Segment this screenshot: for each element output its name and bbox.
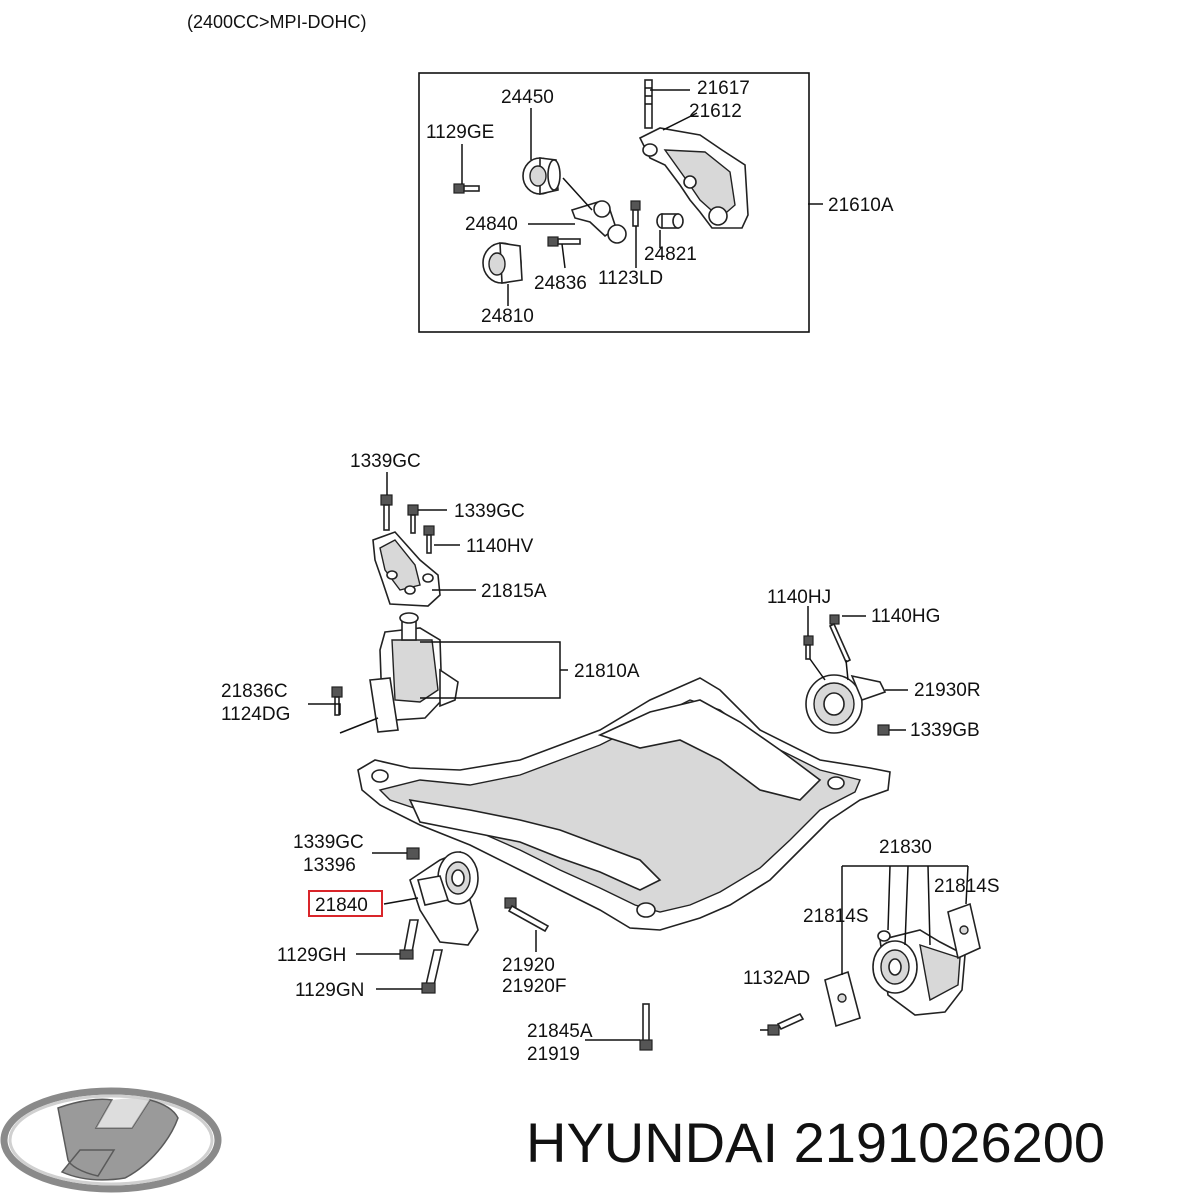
label-24810: 24810	[481, 306, 534, 327]
label-1339gc-lower: 1339GC	[293, 832, 364, 853]
bolt-24836	[547, 236, 581, 247]
label-21830: 21830	[879, 837, 932, 858]
tensioner-assembly: 24450 21617 21612 1129GE 21610A 24840 24…	[418, 72, 894, 333]
label-24840: 24840	[465, 214, 518, 235]
label-21617: 21617	[697, 78, 750, 99]
label-1124dg: 1124DG	[221, 704, 290, 725]
label-1140hj: 1140HJ	[767, 587, 831, 608]
idler-pulley-24450	[522, 157, 561, 195]
bolt-1123ld	[630, 200, 641, 227]
bolt-1129gh	[399, 919, 419, 960]
pad-21814s-left	[824, 970, 861, 1028]
label-1129ge: 1129GE	[426, 122, 494, 143]
label-21814s-right: 21814S	[934, 876, 1000, 897]
label-1129gh: 1129GH	[277, 945, 346, 966]
bolt-1129gn	[421, 949, 444, 994]
label-1140hg: 1140HG	[871, 606, 940, 627]
label-21810a: 21810A	[574, 661, 640, 682]
label-21610a: 21610A	[828, 195, 894, 216]
label-21814s-left: 21814S	[803, 906, 869, 927]
bolt-1132ad	[767, 1012, 805, 1036]
label-13396: 13396	[303, 855, 356, 876]
tensioner-pulley-24810	[482, 242, 523, 284]
label-1339gc-mid: 1339GC	[454, 501, 525, 522]
label-24821: 24821	[644, 244, 697, 265]
label-21836c: 21836C	[221, 681, 288, 702]
label-21920f: 21920F	[502, 976, 566, 997]
label-21840-highlighted: 21840	[315, 895, 368, 916]
bolt-21920	[504, 897, 550, 933]
label-21930r: 21930R	[914, 680, 981, 701]
label-21920: 21920	[502, 955, 555, 976]
label-1132ad: 1132AD	[743, 968, 810, 989]
bolt-1140hj	[803, 635, 814, 660]
label-21919: 21919	[527, 1044, 580, 1065]
bushing-24821	[656, 213, 684, 229]
bolt-1140hg	[828, 614, 852, 664]
label-21815a: 21815A	[481, 581, 547, 602]
bolt-1129ge	[453, 183, 480, 194]
bracket-21612	[638, 127, 749, 229]
nut-1339gc-top	[380, 494, 393, 531]
mount-21840	[409, 850, 479, 946]
label-1129gn: 1129GN	[295, 980, 364, 1001]
label-24450: 24450	[501, 87, 554, 108]
nut-1339gb	[877, 724, 890, 736]
bolt-21845a	[639, 1003, 653, 1051]
mount-assembly: 1339GC 1339GC 1140HV 21815A 21810A 21836…	[221, 451, 1000, 1065]
engine-spec-heading: (2400CC>MPI-DOHC)	[187, 12, 367, 32]
mount-21830	[872, 929, 966, 1016]
label-1140hv: 1140HV	[466, 536, 534, 557]
label-21612: 21612	[689, 101, 742, 122]
crossmember-subframe	[357, 677, 891, 931]
mount-21930r	[805, 674, 887, 734]
hyundai-logo	[0, 1087, 222, 1193]
highlight-box	[308, 890, 383, 917]
stud-21617	[644, 79, 653, 129]
detail-frame	[418, 72, 810, 333]
brand-part-number: HYUNDAI 2191026200	[526, 1111, 1105, 1174]
label-1339gc-top: 1339GC	[350, 451, 421, 472]
bolt-21836c	[331, 686, 343, 716]
tensioner-arm-24840	[570, 200, 627, 244]
label-1339gb: 1339GB	[910, 720, 980, 741]
bolt-1140hv	[423, 525, 435, 554]
nut-1339gc-lower	[406, 847, 420, 860]
label-21845a: 21845A	[527, 1021, 593, 1042]
engine-mount-21810a	[369, 612, 459, 733]
label-24836: 24836	[534, 273, 587, 294]
nut-1339gc-mid	[407, 504, 419, 534]
bracket-21815a	[372, 531, 441, 607]
pad-21814s-right	[947, 902, 981, 960]
label-1123ld: 1123LD	[598, 268, 663, 289]
